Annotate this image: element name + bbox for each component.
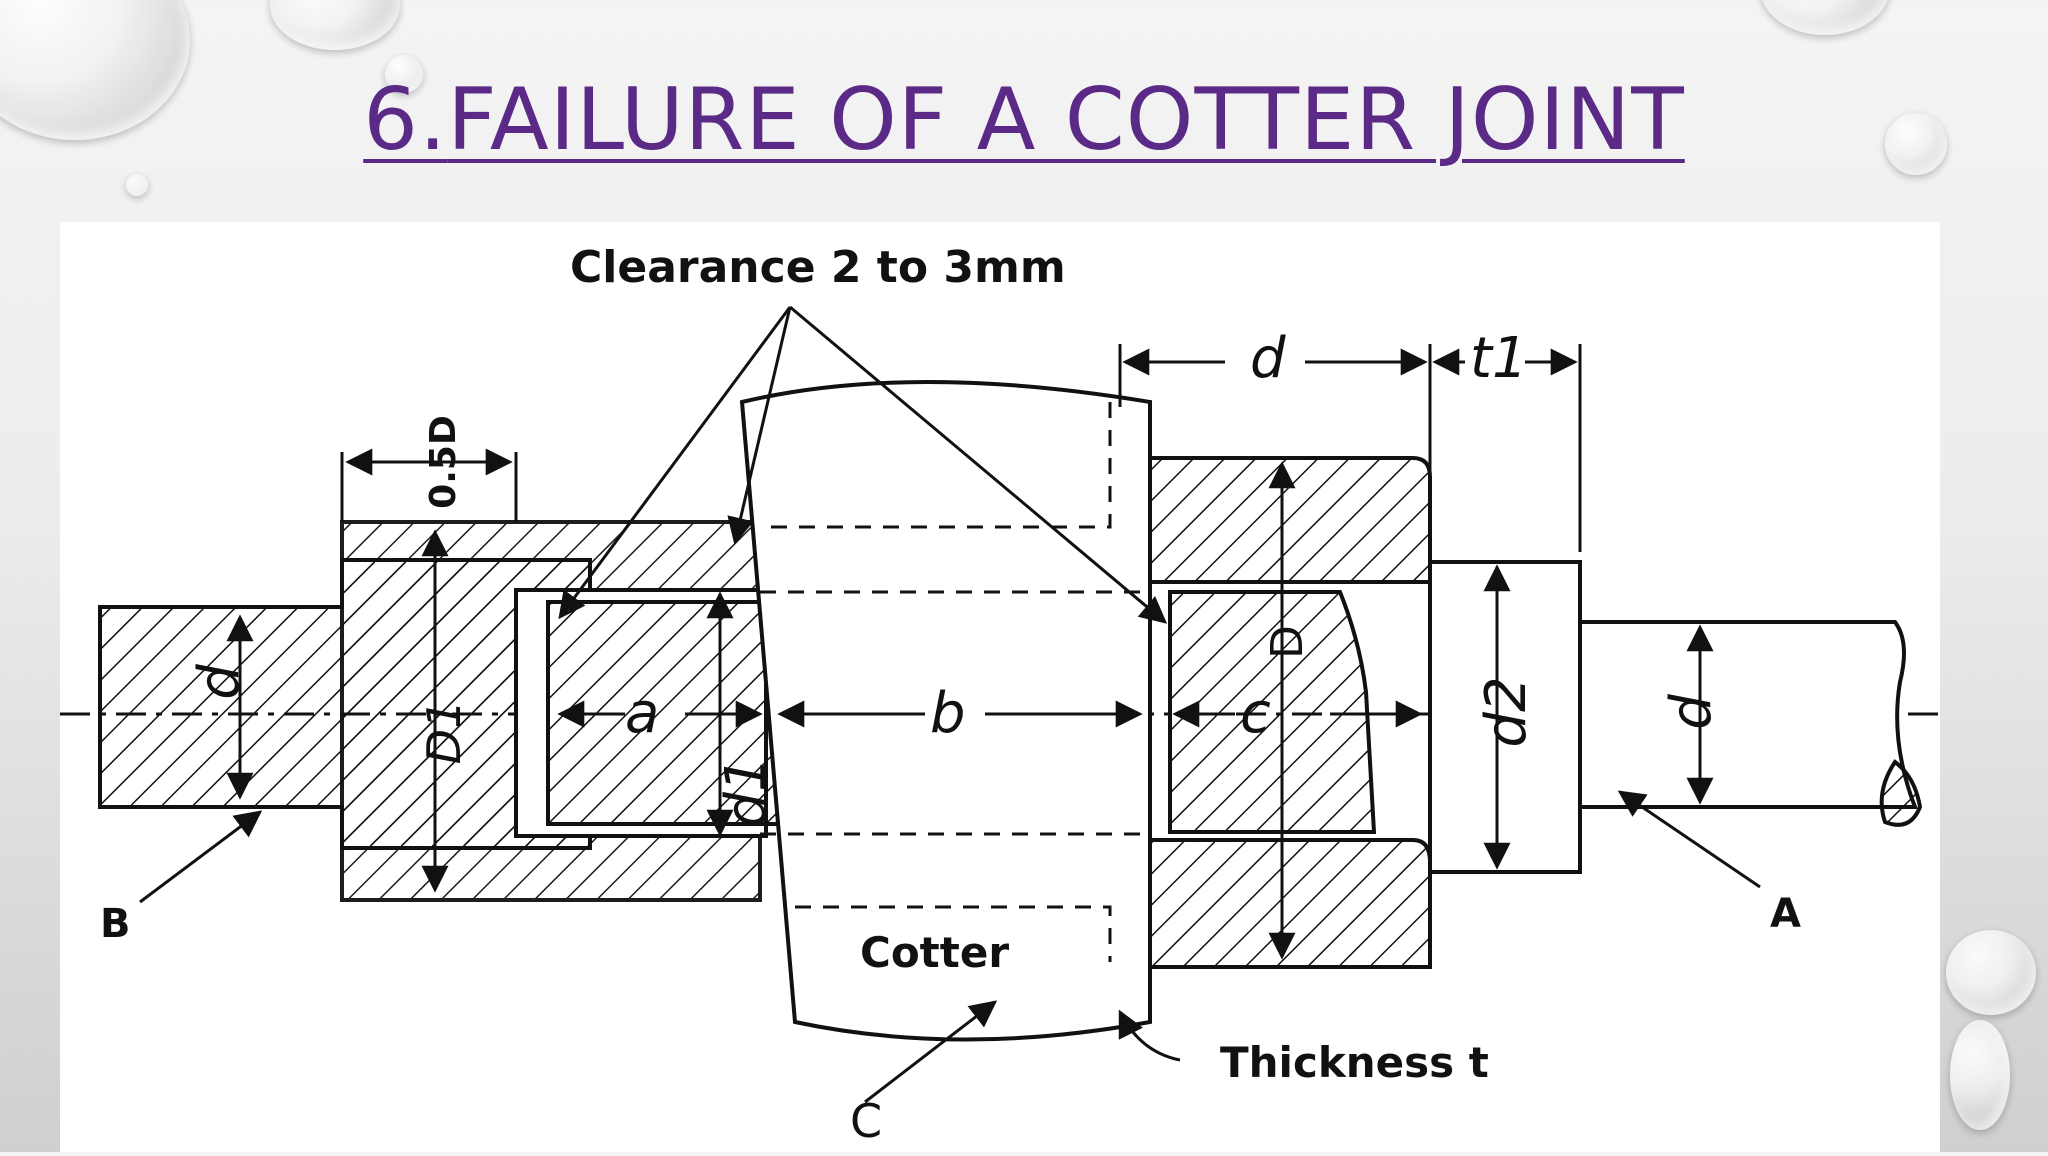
thickness-label: Thickness t — [1220, 1038, 1489, 1087]
water-drop-decoration — [126, 174, 148, 196]
label-c: C — [850, 1094, 882, 1148]
socket-right-lower — [1148, 838, 1432, 969]
cotter-joint-diagram: Clearance 2 to 3mm Cotter Thickness t A … — [60, 222, 1940, 1152]
dim-c: c — [1240, 681, 1271, 746]
slide-title: 6.FAILURE OF A COTTER JOINT — [0, 70, 2048, 170]
dim-a: a — [625, 681, 659, 746]
cotter-label: Cotter — [860, 928, 1009, 977]
water-drop-decoration — [1950, 1020, 2010, 1130]
title-number: 6. — [363, 70, 448, 170]
dim-d1: d1 — [714, 756, 779, 827]
dim-D: D — [1262, 625, 1313, 659]
dim-half-D: 0.5D — [423, 415, 464, 509]
dim-d-top: d — [1250, 326, 1286, 391]
dim-d-right: d — [1659, 694, 1724, 730]
water-drop-decoration — [1946, 930, 2036, 1015]
water-drop-decoration — [1885, 113, 1947, 175]
water-drop-decoration — [270, 0, 400, 50]
label-b: B — [100, 901, 131, 947]
rod-a — [1578, 620, 1918, 809]
dim-d1-big: D1 — [417, 700, 471, 765]
dim-b: b — [930, 681, 966, 746]
dim-d-left: d — [187, 664, 252, 700]
dim-t1: t1 — [1470, 326, 1528, 391]
label-a: A — [1770, 891, 1801, 937]
rod-a-break — [1879, 759, 1923, 827]
socket-right-upper — [1148, 456, 1432, 584]
clearance-label: Clearance 2 to 3mm — [570, 242, 1066, 293]
cotter-joint-drawing: Clearance 2 to 3mm Cotter Thickness t A … — [60, 242, 1940, 1148]
water-drop-decoration — [385, 55, 423, 93]
dim-d2: d2 — [1474, 676, 1539, 747]
title-text: FAILURE OF A COTTER JOINT — [447, 70, 1685, 170]
water-drop-decoration — [1760, 0, 1890, 35]
cotter — [739, 380, 1152, 1042]
